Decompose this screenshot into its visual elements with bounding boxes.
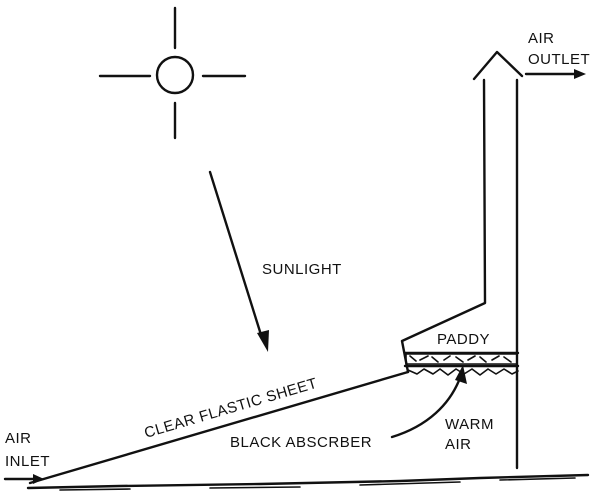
- air-outlet-label-line1: AIR: [528, 30, 555, 47]
- clear-plastic-sheet: [28, 370, 410, 485]
- warm-air-label-line1: WARM: [445, 416, 494, 433]
- air-outlet-label-line2: OUTLET: [528, 51, 590, 68]
- black-absorber-label: BLACK ABSCRBER: [230, 434, 372, 451]
- ground-line: [26, 473, 590, 490]
- air-inlet-label-line2: INLET: [5, 453, 50, 470]
- absorber-pointer-arrow: [390, 365, 467, 439]
- air-outlet-arrow: [524, 69, 586, 79]
- clear-plastic-sheet-label: CLEAR FLASTIC SHEET: [142, 375, 319, 442]
- air-inlet-label-line1: AIR: [5, 430, 32, 447]
- sun-icon: [98, 6, 247, 140]
- ground-texture: [59, 477, 576, 491]
- air-inlet-arrow: [3, 474, 44, 484]
- paddy-label: PADDY: [437, 331, 490, 348]
- sunlight-arrow: [208, 170, 269, 352]
- chimney-cap: [472, 50, 524, 81]
- sunlight-label: SUNLIGHT: [262, 261, 342, 278]
- chimney-left-wall: [400, 78, 487, 374]
- warm-air-label-line2: AIR: [445, 436, 472, 453]
